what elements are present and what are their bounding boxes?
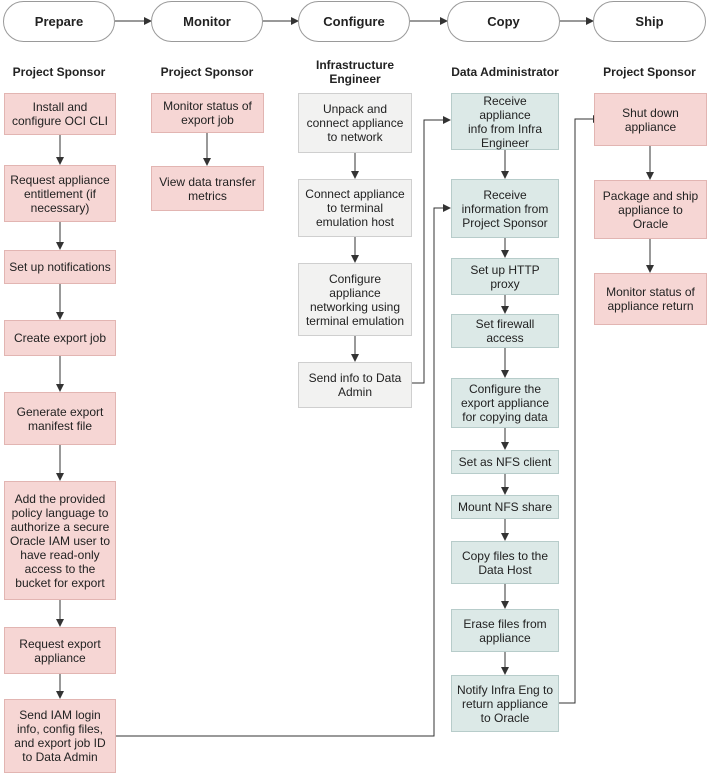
step-monitor-export-job: Monitor status of export job — [151, 93, 264, 133]
step-install-oci-cli: Install and configure OCI CLI — [4, 93, 116, 135]
step-receive-appliance-info: Receive appliance info from Infra Engine… — [451, 93, 559, 150]
step-copy-files: Copy files to the Data Host — [451, 541, 559, 584]
step-send-info-data-admin: Send info to Data Admin — [298, 362, 412, 408]
step-view-transfer-metrics: View data transfer metrics — [151, 166, 264, 211]
step-configure-networking: Configure appliance networking using ter… — [298, 263, 412, 336]
prepare-to-copy-connector — [115, 204, 451, 737]
step-monitor-return: Monitor status of appliance return — [594, 273, 707, 325]
step-unpack-connect-appliance: Unpack and connect appliance to network — [298, 93, 412, 153]
step-erase-files: Erase files from appliance — [451, 609, 559, 652]
phase-configure: Configure — [298, 1, 410, 42]
phase-ship: Ship — [593, 1, 706, 42]
phase-monitor: Monitor — [151, 1, 263, 42]
step-set-nfs-client: Set as NFS client — [451, 450, 559, 474]
copy-to-ship-connector — [558, 115, 601, 704]
configure-to-copy-connector — [411, 116, 451, 384]
role-ship: Project Sponsor — [603, 65, 696, 79]
step-add-policy-language: Add the provided policy language to auth… — [4, 481, 116, 600]
step-receive-sponsor-info: Receive information from Project Sponsor — [451, 179, 559, 238]
step-notify-infra-eng: Notify Infra Eng to return appliance to … — [451, 675, 559, 732]
step-send-iam-login-info: Send IAM login info, config files, and e… — [4, 699, 116, 773]
role-prepare: Project Sponsor — [12, 65, 106, 79]
role-configure: Infrastructure Engineer — [315, 58, 395, 86]
step-generate-manifest: Generate export manifest file — [4, 392, 116, 445]
role-monitor: Project Sponsor — [160, 65, 254, 79]
step-configure-export-appliance: Configure the export appliance for copyi… — [451, 378, 559, 428]
step-mount-nfs-share: Mount NFS share — [451, 495, 559, 519]
phase-copy: Copy — [447, 1, 560, 42]
step-set-up-http-proxy: Set up HTTP proxy — [451, 258, 559, 295]
step-request-entitlement: Request appliance entitlement (if necess… — [4, 165, 116, 222]
role-copy: Data Administrator — [451, 65, 559, 79]
step-request-export-appliance: Request export appliance — [4, 627, 116, 674]
step-connect-terminal-host: Connect appliance to terminal emulation … — [298, 179, 412, 237]
step-create-export-job: Create export job — [4, 320, 116, 356]
step-set-firewall-access: Set firewall access — [451, 314, 559, 348]
step-package-and-ship: Package and ship appliance to Oracle — [594, 180, 707, 239]
phase-prepare: Prepare — [3, 1, 115, 42]
step-shut-down-appliance: Shut down appliance — [594, 93, 707, 146]
step-set-up-notifications: Set up notifications — [4, 250, 116, 284]
